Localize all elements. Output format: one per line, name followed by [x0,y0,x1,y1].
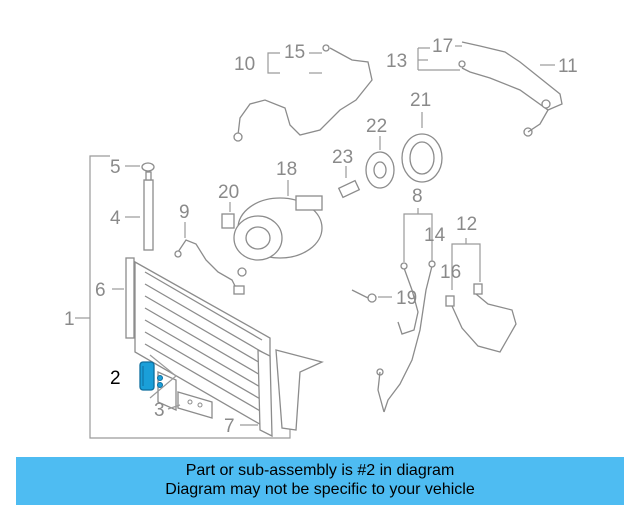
banner-line-2: Diagram may not be specific to your vehi… [165,481,475,498]
banner-line-1: Part or sub-assembly is #2 in diagram [185,462,455,479]
callout-8: 8 [412,186,423,207]
callout-12: 12 [456,214,477,235]
info-banner: Part or sub-assembly is #2 in diagram Di… [16,457,624,505]
callout-19: 19 [396,288,417,309]
hose-9 [174,239,245,295]
callout-2: 2 [110,368,121,389]
leader-lines [112,45,555,426]
callout-7: 7 [224,416,235,437]
compressor [233,195,323,277]
callout-4: 4 [110,208,121,229]
callout-23: 23 [332,147,353,168]
part-20 [221,213,235,229]
callout-13: 13 [386,51,407,72]
callout-16: 16 [440,262,461,283]
pipe-8-14 [376,260,436,413]
callout-11: 11 [558,56,578,77]
callout-20: 20 [218,182,239,203]
pipe-10-15 [233,44,373,142]
callout-3: 3 [154,400,165,421]
condenser-core [125,257,273,438]
callout-22: 22 [366,116,387,137]
callout-15: 15 [284,42,305,63]
compressor-clutch [337,133,443,199]
part-2-highlight [139,354,177,412]
parts-diagram: 1 2 3 4 5 6 7 8 9 10 11 12 13 14 15 16 1… [64,36,578,439]
callout-1: 1 [64,309,75,330]
receiver-drier [141,162,155,251]
side-panel [275,349,324,431]
callout-18: 18 [276,159,297,180]
callout-9: 9 [179,202,190,223]
callout-6: 6 [95,280,106,301]
callout-labels: 1 2 3 4 5 6 7 8 9 10 11 12 13 14 15 16 1… [64,36,578,437]
callout-10: 10 [234,54,255,75]
pipe-12-16 [445,283,517,353]
callout-14: 14 [424,225,446,246]
callout-21: 21 [410,90,431,111]
callout-17: 17 [432,36,453,57]
callout-5: 5 [110,157,121,178]
part-3-bracket [177,391,213,419]
pipe-13-17-11 [458,41,563,137]
part-19 [351,289,377,303]
